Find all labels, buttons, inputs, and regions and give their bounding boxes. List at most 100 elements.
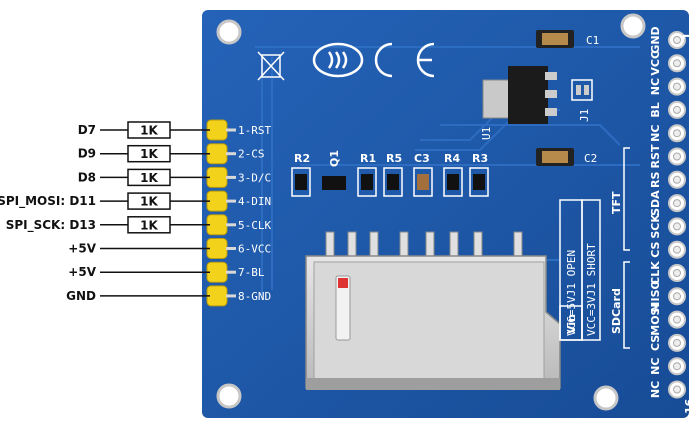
resistor-value: 1K (140, 195, 158, 209)
vcc-note-line2: VCC=3VJ1 SHORT (585, 243, 598, 336)
c3-label: C3 (414, 152, 430, 165)
right-pin-2: VCC (649, 51, 686, 76)
r4-label: R4 (444, 152, 460, 165)
right-pin-label: RST (649, 144, 662, 168)
header-pin-label: 3-D/C (238, 171, 271, 184)
right-pin-label: CLK (649, 261, 662, 285)
header-pin-label: 4-DIN (238, 195, 271, 208)
sd-contact-pin (449, 231, 459, 259)
right-pin-9: SCK (649, 214, 686, 239)
sd-contact-pin (513, 231, 523, 259)
sd-contact-pin (369, 231, 379, 259)
mounting-hole (593, 385, 619, 411)
certification-logos (312, 42, 435, 78)
right-pin-label: GND (649, 26, 662, 53)
sd-contact-pin (399, 231, 409, 259)
right-pin-10: CS (649, 240, 686, 259)
header-pin-label: 8-GND (238, 290, 271, 303)
right-pin-12: MISO (649, 280, 686, 312)
right-pin-8: SDA (649, 190, 686, 216)
weee-bin-icon (257, 51, 285, 81)
capacitor-c2: C2 (536, 148, 597, 166)
header-pin-5: 5-CLK (206, 214, 271, 236)
c2-label: C2 (584, 152, 597, 165)
right-pin-label: MISO (649, 280, 662, 312)
right-pin-label: NC (649, 381, 662, 398)
header-pin-label: 7-BL (238, 266, 265, 279)
sdcard-group: SDCard (610, 261, 630, 349)
sd-contact-pin (473, 231, 483, 259)
vcc-jumper-note: VCC=5VJ1 OPEN VCC=3VJ1 SHORT Vin (559, 199, 601, 341)
header-pin-6: 6-VCC (206, 238, 271, 259)
external-connection: D9 1K (78, 144, 210, 163)
right-pin-label: MOSI (649, 303, 662, 335)
right-pin-4: BL (649, 100, 686, 119)
external-pin-label: D8 (78, 170, 96, 184)
r2-label: R2 (294, 152, 310, 165)
resistor-value: 1K (140, 124, 158, 138)
vcc-note-line1: VCC=5VJ1 OPEN (565, 250, 578, 336)
header-pin-2: 2-CS (206, 143, 265, 165)
pin-number-last: 16 (683, 398, 696, 414)
right-pin-13: MOSI (649, 303, 686, 336)
right-pin-label: BL (649, 102, 662, 117)
jumper-j1: J1 (571, 79, 593, 122)
mounting-hole (216, 19, 242, 45)
header-pin-label: 1-RST (238, 124, 271, 137)
tft-label: TFT (610, 191, 623, 214)
external-connection: D7 1K (78, 121, 210, 139)
j1-label: J1 (578, 109, 591, 122)
external-pin-label: GND (66, 289, 96, 303)
external-pin-label: +5V (68, 265, 96, 279)
u1-label: U1 (480, 127, 493, 140)
right-pin-label: SCK (649, 214, 662, 239)
header-pin-7: 7-BL (206, 261, 265, 283)
right-pin-column: GNDVCCNCBLNCRSTRSSDASCKCSCLKMISOMOSICSNC… (649, 26, 686, 399)
resistor-value: 1K (140, 147, 158, 161)
right-pin-5: NC (649, 124, 686, 143)
mounting-hole (620, 13, 646, 39)
mounting-hole (216, 383, 242, 409)
header-pin-label: 5-CLK (238, 219, 271, 232)
right-pin-3: NC (649, 77, 686, 96)
right-pin-label: NC (649, 358, 662, 375)
r3-label: R3 (472, 152, 488, 165)
external-pin-label: D9 (78, 147, 96, 161)
vin-label: Vin (565, 314, 578, 334)
right-pin-label: VCC (649, 51, 662, 76)
external-pin-label: +5V (68, 242, 96, 256)
external-connection: +5V (68, 265, 210, 279)
pin-header: 1-RST 2-CS 3-D/C 4-DIN 5-CLK 6-VCC 7-BL 8-GND (206, 119, 271, 307)
r5-label: R5 (386, 152, 402, 165)
right-pin-15: NC (649, 357, 686, 376)
c1-label: C1 (586, 34, 599, 47)
right-pin-label: RS (649, 172, 662, 188)
header-pin-1: 1-RST (206, 119, 271, 141)
header-pin-4: 4-DIN (206, 190, 271, 212)
right-pin-label: NC (649, 78, 662, 95)
external-pin-label: SPI_MOSI: D11 (0, 194, 96, 209)
header-pin-3: 3-D/C (206, 166, 271, 188)
header-pin-8: 8-GND (206, 285, 271, 307)
pin-number-first: 1 (681, 32, 694, 40)
sd-card-slot (305, 231, 561, 390)
external-pin-label: SPI_SCK: D13 (6, 218, 96, 233)
sd-contact-pin (425, 231, 435, 259)
external-connection: +5V (68, 242, 210, 256)
capacitor-c1: C1 (536, 30, 599, 48)
header-pin-label: 6-VCC (238, 243, 271, 256)
tft-group: TFT (610, 147, 630, 251)
external-connection: SPI_MOSI: D11 1K (0, 192, 210, 210)
external-pin-label: D7 (78, 123, 96, 137)
right-pin-6: RST (649, 144, 686, 168)
right-pin-14: CS (649, 333, 686, 352)
sd-contact-pin (347, 231, 357, 259)
right-pin-7: RS (649, 170, 686, 189)
right-pin-label: SDA (649, 190, 662, 216)
sdcard-label: SDCard (610, 288, 623, 334)
header-pin-label: 2-CS (238, 148, 265, 161)
right-pin-label: CS (649, 335, 662, 351)
